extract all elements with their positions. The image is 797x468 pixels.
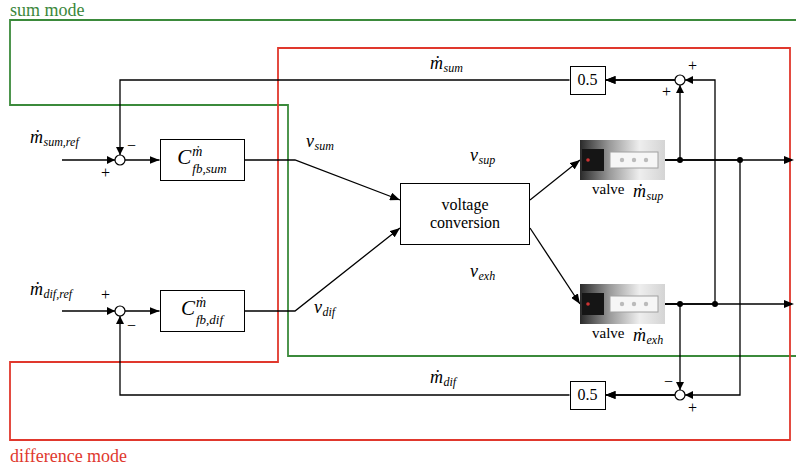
sign-symbol: + <box>688 400 697 416</box>
mode-title: difference mode <box>10 447 127 465</box>
signal-name: v <box>306 132 314 150</box>
node-label: 0.5 <box>578 386 598 404</box>
conversion-box: voltage conversion <box>400 183 530 245</box>
signal-subscript: sum,ref <box>44 136 79 148</box>
sign-symbol: + <box>101 287 110 303</box>
node-label: 0.5 <box>578 71 598 89</box>
valve-node: valve <box>580 140 665 180</box>
sum-mode-region <box>10 20 796 356</box>
summing-junction <box>675 390 685 400</box>
component-label: valve <box>592 182 624 197</box>
signal-name: v <box>314 298 322 316</box>
component-label: valve <box>592 326 624 341</box>
signal-name: v <box>470 262 478 280</box>
node-text: 0.5 <box>578 386 598 404</box>
signal-subscript: exh <box>479 270 496 282</box>
signal-subscript: dif <box>323 306 336 318</box>
branch-dot <box>737 157 743 163</box>
node-label: voltage conversion <box>407 196 523 233</box>
signal-subscript: sum <box>444 62 463 74</box>
superscript: ṁ <box>196 296 223 310</box>
node-text: Cṁ fb,dif <box>181 296 223 326</box>
junction-arrowhead <box>107 307 115 315</box>
valve-illustration <box>580 140 665 180</box>
controller-box: Cṁ fb,dif <box>160 290 245 332</box>
output-arrowhead <box>784 300 794 308</box>
controller-symbol: C <box>177 145 191 169</box>
sign-symbol: + <box>101 165 110 181</box>
summing-junction <box>115 155 125 165</box>
script-column: ṁ fb,sum <box>192 145 226 175</box>
mode-title: sum mode <box>10 1 85 19</box>
output-arrowhead <box>784 156 794 164</box>
signal-subscript: sup <box>647 190 664 202</box>
controller-box: Cṁ fb,sum <box>160 139 245 181</box>
junction-arrowhead <box>116 147 124 155</box>
signal-subscript: dif <box>444 376 457 388</box>
branch-dot <box>677 301 683 307</box>
signal-name: ṁ <box>30 280 43 298</box>
signal-name: v <box>470 146 478 164</box>
signal-subscript: exh <box>647 334 664 346</box>
summing-junction <box>675 75 685 85</box>
junction-arrowhead <box>676 85 684 93</box>
signal-subscript: dif,ref <box>44 288 73 300</box>
script-column: ṁ fb,dif <box>196 296 223 326</box>
node-text: Cṁ fb,sum <box>177 145 226 175</box>
signal-subscript: sup <box>479 154 496 166</box>
sign-symbol: + <box>662 84 671 100</box>
node-text: voltage conversion <box>407 196 523 233</box>
signal-connector <box>606 160 741 395</box>
junction-arrowhead <box>676 382 684 390</box>
junction-arrowhead <box>685 391 693 399</box>
junction-arrowhead <box>107 156 115 164</box>
sign-symbol: − <box>127 318 136 334</box>
difference-mode-region <box>10 48 790 440</box>
signal-connector <box>530 228 580 304</box>
signal-connector <box>245 228 401 311</box>
junction-arrowhead <box>685 76 693 84</box>
branch-dot <box>712 301 718 307</box>
sign-symbol: + <box>688 58 697 74</box>
signal-name: ṁ <box>30 128 43 146</box>
node-text: 0.5 <box>578 71 598 89</box>
junction-arrowhead <box>116 316 124 324</box>
signal-name: ṁ <box>633 182 646 200</box>
subscript: fb,dif <box>196 313 223 326</box>
signal-name: ṁ <box>430 368 443 386</box>
controller-symbol: C <box>181 296 195 320</box>
signal-name: ṁ <box>430 54 443 72</box>
subscript: fb,sum <box>192 162 226 175</box>
gain-box: 0.5 <box>570 66 606 95</box>
gain-box: 0.5 <box>570 381 606 410</box>
summing-junction <box>115 306 125 316</box>
sign-symbol: − <box>127 138 136 154</box>
signal-subscript: sum <box>315 140 334 152</box>
branch-dot <box>677 157 683 163</box>
signal-connector <box>530 160 580 200</box>
signal-name: ṁ <box>633 326 646 344</box>
sign-symbol: − <box>664 374 673 390</box>
valve-illustration <box>580 284 665 324</box>
valve-node: valve <box>580 284 665 324</box>
superscript: ṁ <box>192 145 226 159</box>
signal-connector <box>245 160 401 200</box>
